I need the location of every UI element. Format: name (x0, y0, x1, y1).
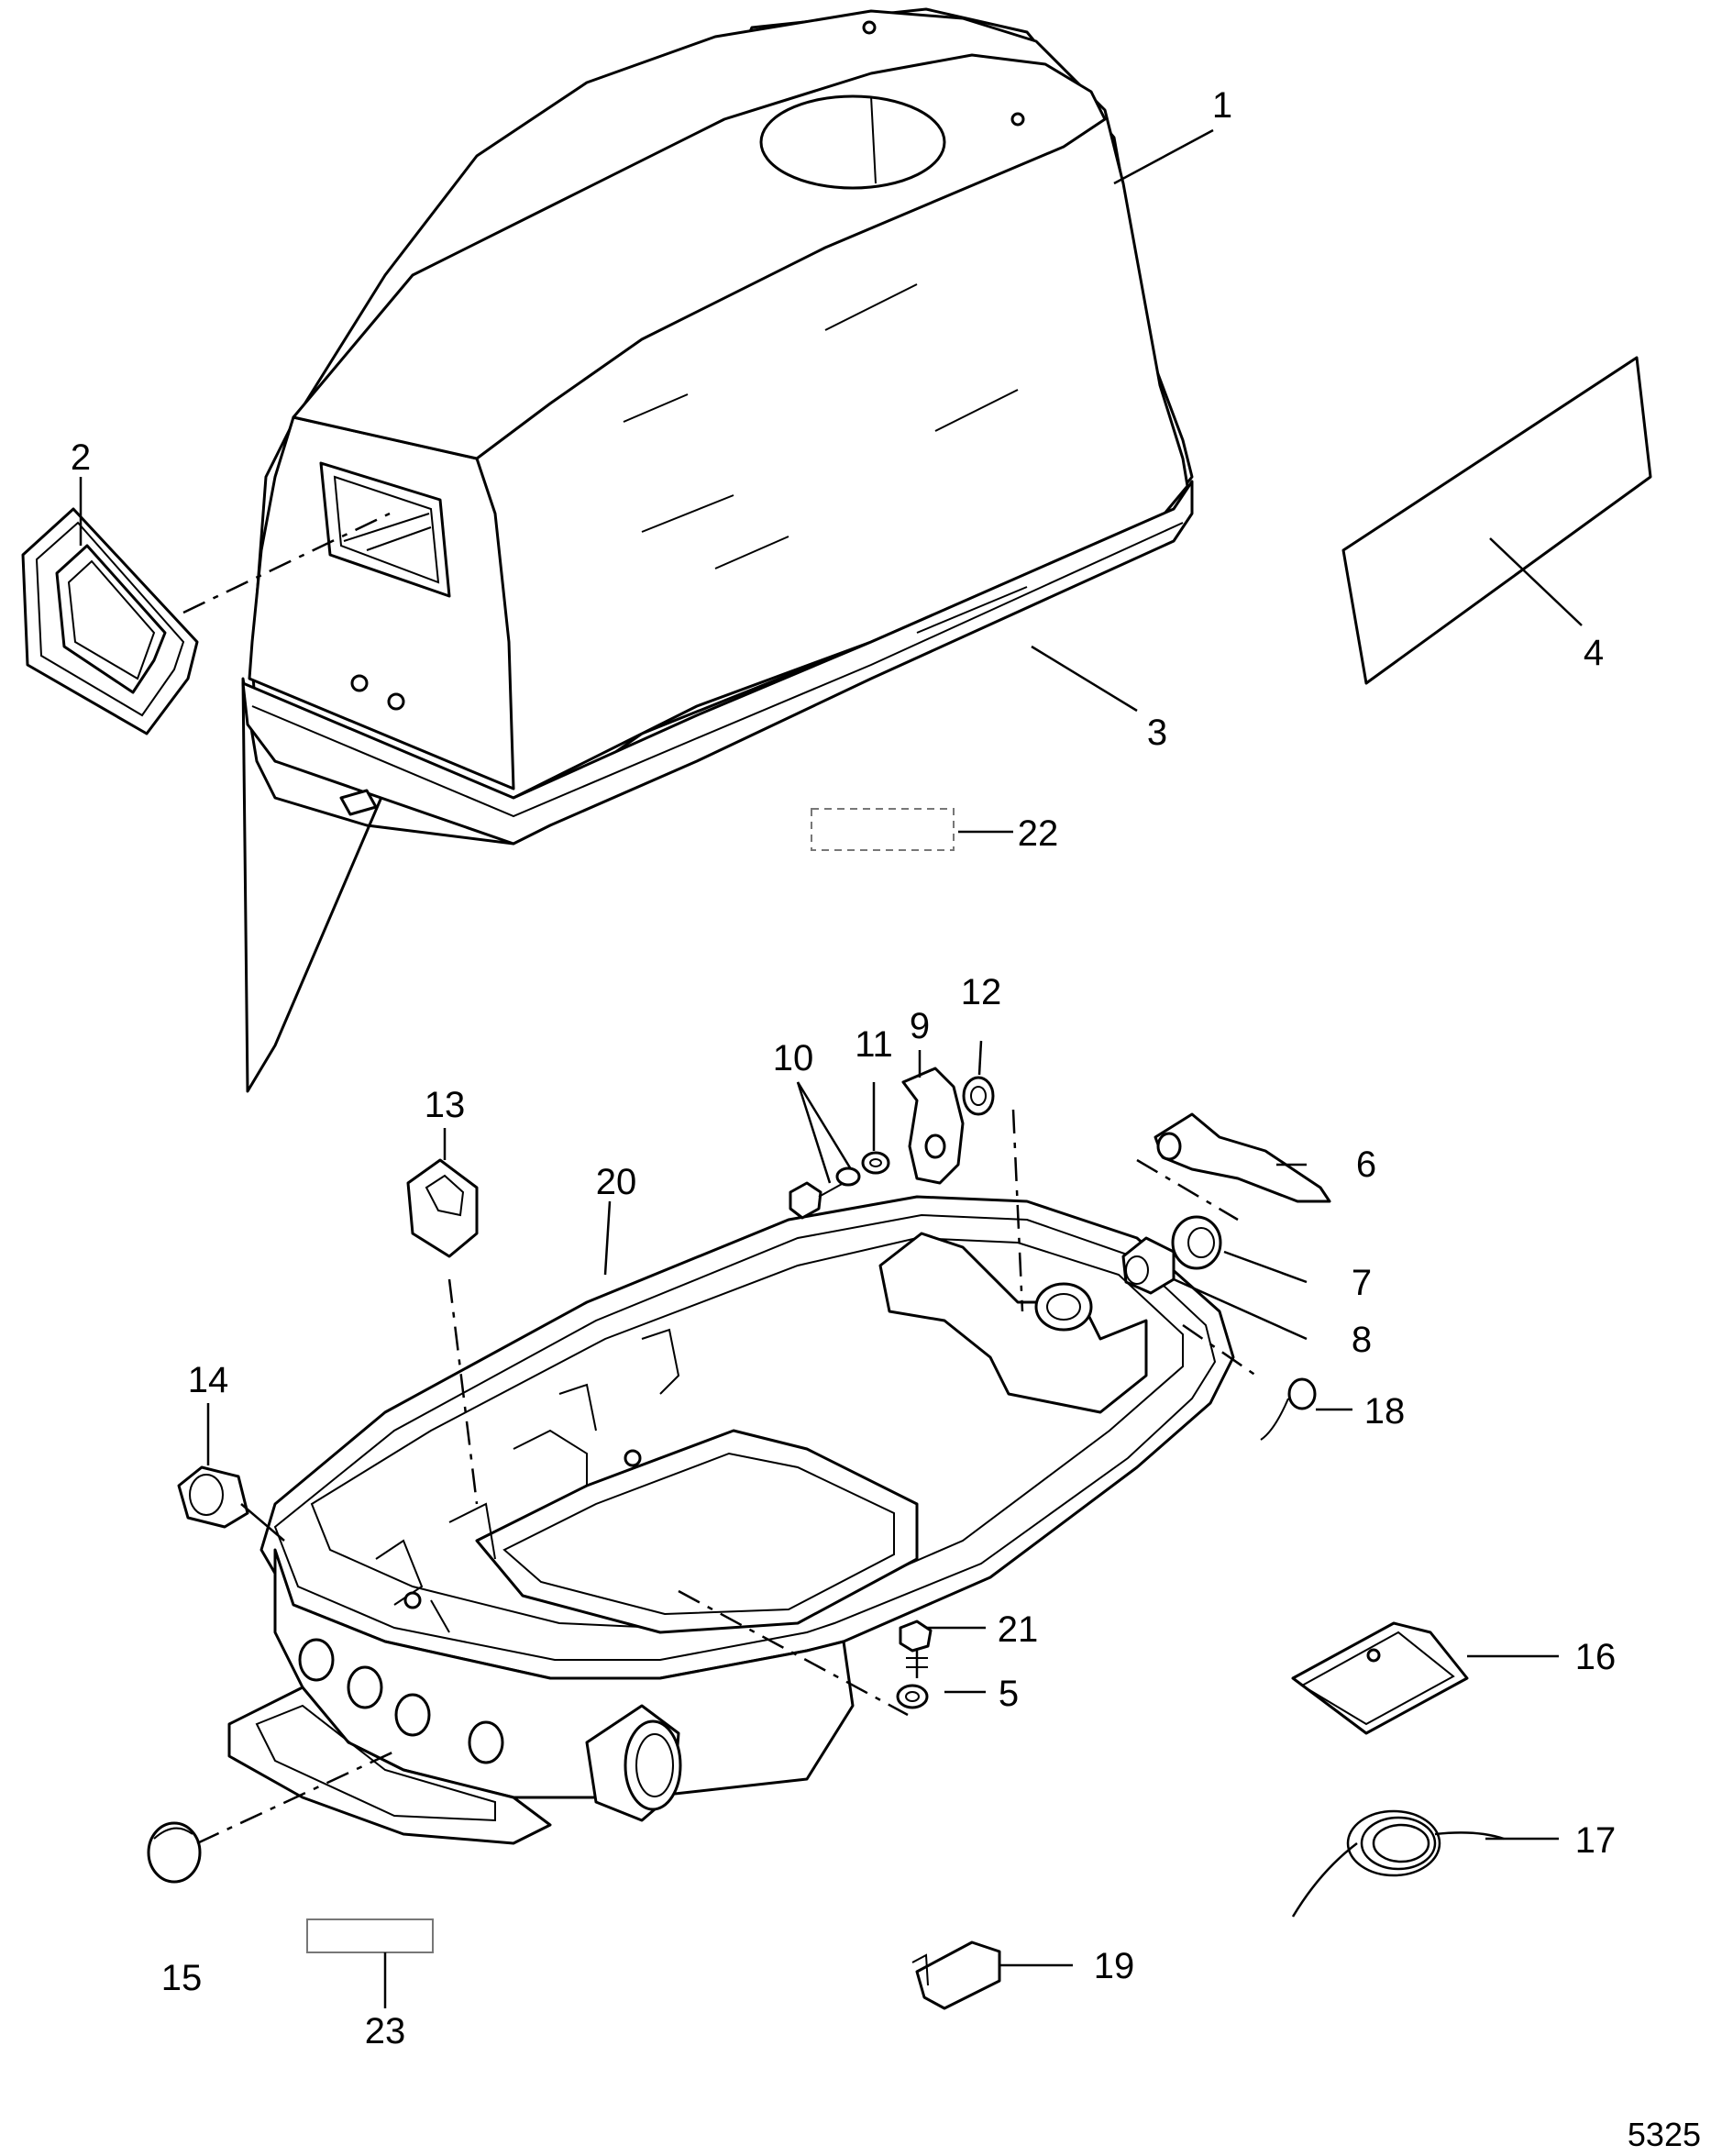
callout-15: 15 (161, 1958, 203, 1998)
callout-6: 6 (1356, 1144, 1376, 1185)
assembly-line-5 (678, 1589, 909, 1717)
callout-3: 3 (1147, 713, 1167, 753)
callout-13: 13 (425, 1085, 466, 1125)
assembly-line-12 (1011, 1109, 1024, 1312)
clip-19 (911, 1940, 1001, 2010)
callout-23: 23 (365, 2011, 406, 2051)
callout-21: 21 (998, 1609, 1039, 1650)
bushing-12 (962, 1076, 995, 1116)
callout-19: 19 (1094, 1946, 1135, 1986)
callout-10: 10 (773, 1038, 814, 1078)
plug-15 (147, 1821, 202, 1884)
callout-14: 14 (188, 1360, 229, 1400)
bracket-9 (901, 1067, 965, 1185)
callout-20: 20 (596, 1162, 637, 1202)
figure-reference-number: 5325 (1628, 2116, 1701, 2153)
assembly-line-15 (196, 1750, 395, 1845)
assembly-line-6 (1136, 1158, 1239, 1222)
top-cowl (241, 7, 1194, 1093)
callout-5: 5 (999, 1674, 1019, 1714)
ref-box-23 (306, 1918, 434, 1953)
callout-16: 16 (1575, 1637, 1617, 1677)
ring-7 (1171, 1215, 1222, 1270)
washer-11 (861, 1151, 890, 1175)
callout-17: 17 (1575, 1820, 1617, 1861)
assembly-line-13 (447, 1278, 479, 1505)
callout-4: 4 (1584, 633, 1604, 673)
callout-11: 11 (855, 1024, 893, 1065)
pad-16 (1291, 1621, 1469, 1735)
spring-17 (1291, 1809, 1505, 1918)
leader-lines (79, 128, 1583, 2008)
push-pin-18 (1260, 1377, 1317, 1441)
callout-22: 22 (1018, 813, 1059, 854)
callout-1: 1 (1212, 85, 1232, 126)
assembly-line-8 (1182, 1323, 1257, 1377)
callout-labels: 1 2 3 4 5 6 7 8 9 10 11 12 13 14 15 16 1… (71, 85, 1701, 2153)
callout-2: 2 (71, 437, 91, 478)
intake-seal (21, 507, 199, 735)
latch-handle-6 (1154, 1112, 1331, 1203)
bolt-10 (789, 1166, 861, 1220)
callout-7: 7 (1352, 1263, 1372, 1303)
callout-9: 9 (910, 1006, 930, 1046)
washer-5 (896, 1684, 929, 1709)
callout-12: 12 (961, 972, 1002, 1012)
callout-8: 8 (1352, 1320, 1372, 1360)
plug-14 (177, 1465, 249, 1529)
bottom-cowl (227, 1195, 1235, 1845)
grommet-13 (406, 1158, 479, 1258)
bolt-21 (899, 1620, 933, 1678)
callout-18: 18 (1364, 1391, 1406, 1432)
decal (1341, 356, 1652, 685)
assembly-line-seal (182, 512, 391, 614)
ref-box-22 (811, 808, 955, 851)
